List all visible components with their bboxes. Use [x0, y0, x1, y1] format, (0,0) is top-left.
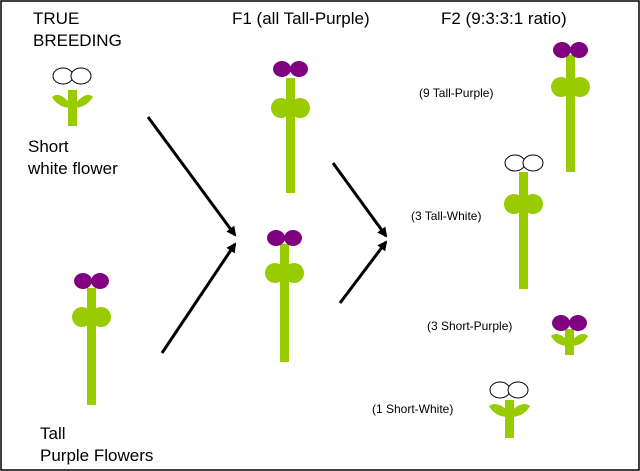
- f2-short-white-label: (1 Short-White): [372, 402, 454, 416]
- arrow-tall-purple-to-f1: [160, 242, 237, 354]
- f1-tall-purple-plant-lower: [265, 230, 304, 362]
- arrow-f1-upper-to-f2: [331, 162, 388, 238]
- short-white-label-line2: white flower: [28, 159, 118, 178]
- f2-short-purple-plant: [551, 315, 588, 355]
- f2-tall-purple-label: (9 Tall-Purple): [419, 86, 494, 100]
- f1-title: F1 (all Tall-Purple): [232, 9, 370, 28]
- arrow-f1-lower-to-f2: [338, 240, 388, 304]
- arrow-short-white-to-f1: [146, 116, 237, 237]
- f2-tall-white-label: (3 Tall-White): [411, 209, 482, 223]
- short-white-parent-plant: [52, 67, 93, 126]
- f2-short-purple-label: (3 Short-Purple): [427, 319, 513, 333]
- tall-purple-label-line1: Tall: [40, 424, 66, 443]
- f2-short-white-plant: [489, 381, 530, 438]
- true-breeding-label-line2: BREEDING: [33, 31, 122, 50]
- f2-title: F2 (9:3:3:1 ratio): [441, 9, 567, 28]
- short-white-label-line1: Short: [28, 137, 69, 156]
- tall-purple-label-line2: Purple Flowers: [40, 446, 154, 465]
- tall-purple-parent-plant: [72, 273, 111, 405]
- f2-tall-white-plant: [504, 154, 544, 289]
- f2-tall-purple-plant: [551, 42, 590, 172]
- true-breeding-label-line1: TRUE: [33, 9, 80, 28]
- f1-tall-purple-plant-upper: [271, 61, 310, 193]
